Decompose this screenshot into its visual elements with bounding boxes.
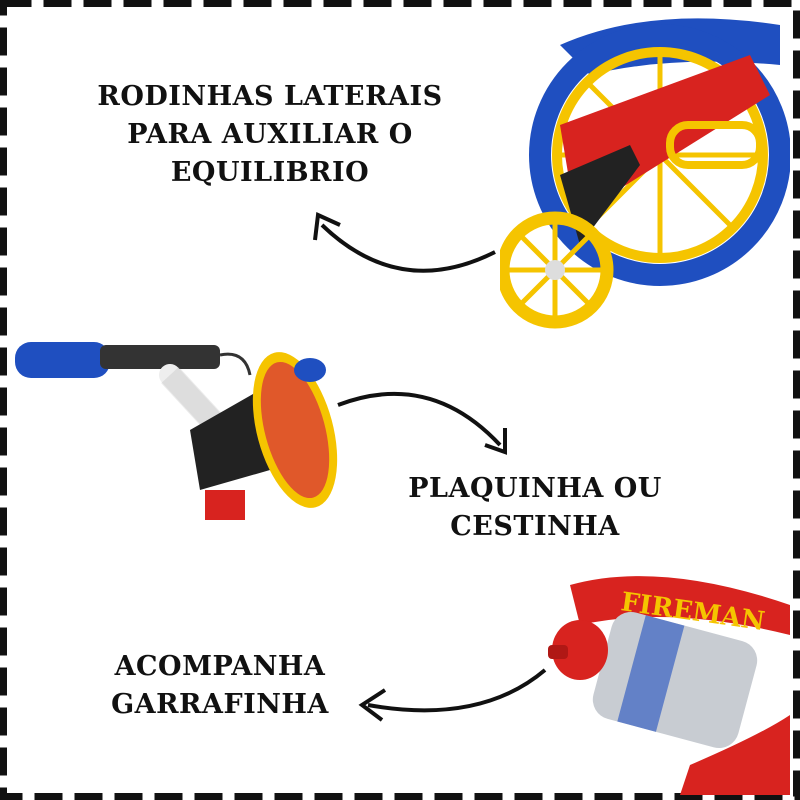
training-wheels-caption: RODINHAS LATERAIS PARA AUXILIAR O EQUILI… (70, 78, 470, 192)
caption-line: GARRAFINHA (111, 689, 329, 720)
caption-line: PLAQUINHA OU (408, 473, 662, 504)
training-wheels-image (500, 18, 790, 329)
caption-line: CESTINHA (450, 511, 620, 542)
plate-caption: PLAQUINHA OU CESTINHA (385, 470, 685, 546)
caption-line: ACOMPANHA (114, 651, 326, 682)
handlebar-plate-image (15, 342, 338, 520)
water-bottle-image: FIREMAN (548, 576, 790, 795)
caption-line: PARA AUXILIAR O (127, 119, 413, 150)
bottle-caption: ACOMPANHA GARRAFINHA (80, 648, 360, 724)
caption-line: RODINHAS LATERAIS (97, 81, 443, 112)
caption-line: EQUILIBRIO (170, 157, 370, 188)
